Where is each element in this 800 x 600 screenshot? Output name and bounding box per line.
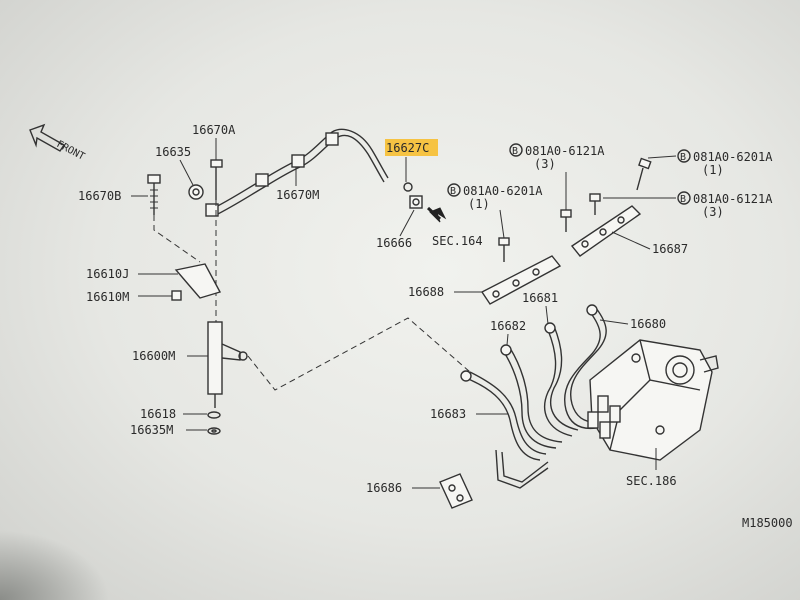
svg-text:B: B	[450, 186, 456, 197]
label-16610J: 16610J	[86, 267, 129, 281]
bolt-callout-1: B 081A0-6121A (3)	[509, 143, 605, 171]
bolt3-qty: (1)	[702, 163, 724, 177]
bolt-16670B	[147, 174, 161, 215]
dash-line-a	[153, 215, 201, 263]
label-16688: 16688	[408, 285, 444, 299]
clamp-16610J	[174, 263, 222, 299]
label-16687: 16687	[652, 242, 688, 256]
clamp-16686	[439, 473, 473, 509]
label-16681: 16681	[522, 291, 558, 305]
label-16683: 16683	[430, 407, 466, 421]
label-16600M: 16600M	[132, 349, 175, 363]
bolt-callout-3: B 081A0-6201A (1)	[677, 149, 773, 177]
highlight-16627C	[385, 139, 438, 156]
front-arrow-icon	[29, 123, 66, 152]
washer-16635M	[207, 427, 221, 435]
label-16635: 16635	[155, 145, 191, 159]
clamp-16687	[570, 205, 642, 257]
injection-pump	[587, 339, 719, 461]
label-16670A: 16670A	[192, 123, 236, 137]
label-16635M: 16635M	[130, 423, 173, 437]
bolt4-code: 081A0-6121A	[693, 192, 773, 206]
label-16627C: 16627C	[386, 141, 429, 155]
label-16618: 16618	[140, 407, 176, 421]
part-16666	[409, 195, 423, 209]
sec164-arrow-icon	[426, 206, 447, 223]
bolt3-code: 081A0-6201A	[693, 150, 773, 164]
spill-tube-16670M	[205, 128, 389, 217]
svg-text:B: B	[680, 194, 686, 205]
part-16627C	[403, 182, 413, 192]
washer-16618	[207, 411, 221, 419]
bolt-16670A	[210, 159, 223, 200]
clamp-16688	[480, 255, 562, 305]
bolt-2	[498, 237, 510, 262]
label-sec186: SEC.186	[626, 474, 677, 488]
bolt2-code: 081A0-6201A	[463, 184, 543, 198]
bolt2-qty: (1)	[468, 197, 490, 211]
label-sec164: SEC.164	[432, 234, 483, 248]
bolt1-code: 081A0-6121A	[525, 144, 605, 158]
sheet-code: M185000	[742, 516, 793, 530]
svg-text:B: B	[512, 146, 518, 157]
svg-text:B: B	[680, 152, 686, 163]
label-16666: 16666	[376, 236, 412, 250]
label-16682: 16682	[490, 319, 526, 333]
bolt-callout-2: B 081A0-6201A (1)	[447, 183, 543, 211]
label-16680: 16680	[630, 317, 666, 331]
dash-line-c	[247, 317, 471, 391]
bolt-1	[560, 209, 572, 232]
part-16610M	[171, 290, 182, 301]
bolt-callout-4: B 081A0-6121A (3)	[677, 191, 773, 219]
front-label: FRONT	[55, 139, 87, 163]
injector-16600M	[207, 321, 248, 408]
bolt1-qty: (3)	[534, 157, 556, 171]
bolt4-qty: (3)	[702, 205, 724, 219]
label-16670B: 16670B	[78, 189, 121, 203]
label-16670M: 16670M	[276, 188, 319, 202]
label-16610M: 16610M	[86, 290, 129, 304]
bolt-4	[589, 193, 601, 215]
injection-tubes	[460, 304, 607, 489]
washer-16635	[188, 184, 204, 200]
bolt-3	[636, 157, 652, 191]
label-16686: 16686	[366, 481, 402, 495]
screen-shadow	[0, 530, 110, 600]
